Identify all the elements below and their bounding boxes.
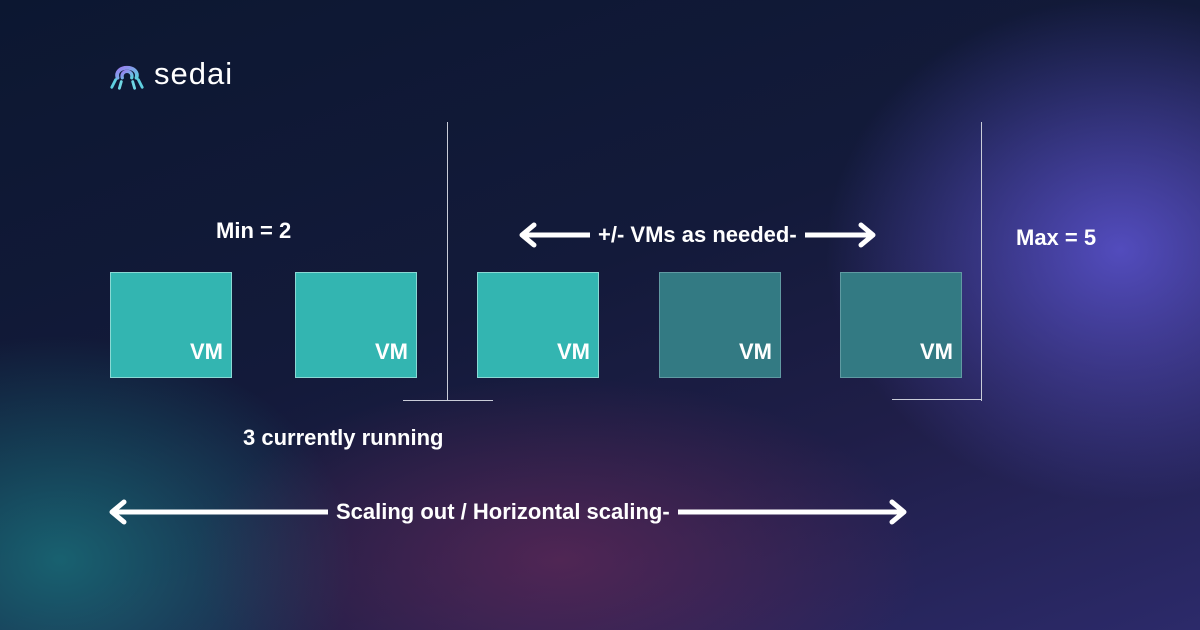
vm-label: VM <box>190 339 223 364</box>
vm-box-2: VM <box>295 272 417 378</box>
vm-box-3: VM <box>477 272 599 378</box>
scaling-out-arrow: Scaling out / Horizontal scaling- <box>108 497 908 527</box>
vms-as-needed-label: +/- VMs as needed- <box>598 222 797 247</box>
vm-box-4: VM <box>659 272 781 378</box>
min-label: Min = 2 <box>216 218 292 243</box>
vm-label: VM <box>557 339 590 364</box>
sedai-logo-icon <box>110 65 144 90</box>
max-divider-horizontal <box>892 399 982 400</box>
vms-as-needed-arrow: +/- VMs as needed- <box>518 220 877 250</box>
running-label: 3 currently running <box>243 425 444 450</box>
vm-label: VM <box>920 339 953 364</box>
vm-box-1: VM <box>110 272 232 378</box>
sedai-logo: sedai <box>108 54 233 94</box>
vm-box-5: VM <box>840 272 962 378</box>
vm-label: VM <box>375 339 408 364</box>
right-arrow-icon <box>804 222 876 248</box>
logo-text: sedai <box>154 56 234 91</box>
max-label: Max = 5 <box>1016 225 1097 250</box>
left-arrow-icon <box>109 499 328 525</box>
running-divider-horizontal <box>403 400 493 401</box>
running-divider-vertical <box>447 122 448 401</box>
right-arrow-icon <box>677 499 907 525</box>
left-arrow-icon <box>519 222 590 248</box>
max-divider-vertical <box>981 122 982 401</box>
scaling-out-label: Scaling out / Horizontal scaling- <box>336 499 670 524</box>
vm-label: VM <box>739 339 772 364</box>
